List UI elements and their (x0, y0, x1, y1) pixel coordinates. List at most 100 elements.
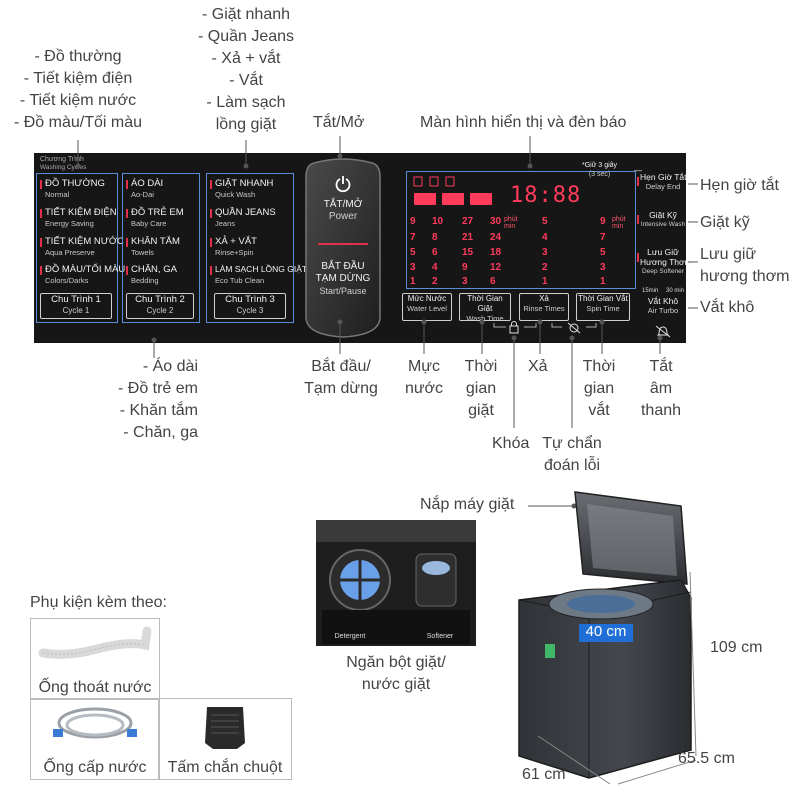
status-icons (413, 176, 492, 205)
indicator-led (210, 180, 212, 189)
grid-number: 1 (410, 276, 416, 287)
indicator-led (637, 177, 639, 186)
softener-label: Lưu giữ hương thơm (700, 246, 790, 285)
lock-icon (493, 321, 537, 334)
time-display: 18:88 (510, 183, 582, 208)
dimension-lines (537, 571, 697, 785)
grid-number: 6 (490, 276, 496, 287)
display-area (406, 171, 636, 289)
washing-machine-illustration (518, 491, 692, 779)
grid-number: 4 (542, 232, 548, 243)
accessory-mouse-guard: Tấm chắn chuột (158, 698, 292, 780)
dispenser-label: Ngăn bột giặt/nước giặt (346, 654, 446, 693)
depth-dimension: 65.5 cm (678, 750, 735, 767)
grid-number: 5 (600, 247, 606, 258)
indicator-led (126, 238, 128, 247)
grid-number: 3 (542, 247, 548, 258)
power-label: Tắt/Mở (313, 114, 365, 131)
indicator-led (40, 180, 42, 189)
quick-program-list-label: - Giặt nhanh - Quần Jeans - Xả + vắt - V… (197, 6, 295, 133)
grid-number: 6 (432, 247, 438, 258)
grid-number: 4 (432, 262, 438, 273)
self-diagnosis-icon (551, 322, 597, 334)
drain-hose-label: Ống thoát nước (38, 679, 152, 696)
display-label: Màn hình hiển thị và đèn báo (420, 114, 627, 131)
grid-number: 1 (600, 276, 606, 287)
grid-number: 5 (542, 216, 548, 227)
power-icon[interactable] (335, 175, 351, 193)
indicator-led (210, 209, 212, 218)
grid-number: 1 (542, 276, 548, 287)
program-group-1 (36, 173, 118, 323)
grid-number: 12 (490, 262, 502, 273)
accessory-inlet-hose: Ống cấp nước (30, 698, 160, 780)
mouse-guard-label: Tấm chắn chuột (167, 759, 283, 776)
indicator-led (210, 238, 212, 247)
timer-note: *Giữ 3 giây(3 sec) (582, 162, 618, 178)
indicator-led (126, 266, 128, 275)
detergent-dispenser-photo: Detergent Softener (316, 520, 476, 646)
power-start-pod (305, 158, 381, 338)
drain-hose-icon (38, 626, 152, 659)
grid-number: 21 (462, 232, 474, 243)
air-dry-label: Vắt khô (700, 299, 755, 316)
grid-number: 3 (462, 276, 468, 287)
airturbo-option-15: 15min (642, 288, 659, 294)
width-dimension: 61 cm (522, 766, 566, 783)
program-group-2 (122, 173, 200, 323)
height-dimension: 109 cm (710, 639, 763, 656)
indicator-led (40, 238, 42, 247)
grid-number: 27 (462, 216, 474, 227)
accessories-title: Phụ kiện kèm theo: (30, 594, 167, 611)
inlet-hose-icon (53, 707, 137, 739)
lock-label: Khóa (492, 435, 530, 452)
softener-photo-label: Softener (427, 633, 454, 640)
grid-number: 3 (600, 262, 606, 273)
grid-number: 3 (410, 262, 416, 273)
accessory-drain-hose: Ống thoát nước (30, 618, 160, 700)
start-pause-label: Bắt đầu/Tạm dừng (304, 358, 378, 397)
inner-diameter-label: 40 cm (585, 623, 627, 640)
indicator-led (40, 209, 42, 218)
indicator-led (40, 266, 42, 275)
program-list-label: - Đồ thường - Tiết kiệm điện - Tiết kiệm… (13, 48, 143, 131)
grid-number: 8 (432, 232, 438, 243)
indicator-led (126, 180, 128, 189)
mouse-guard-icon (205, 707, 245, 749)
delay-end-label: Hẹn giờ tắt (700, 177, 779, 194)
inlet-hose-label: Ống cấp nước (43, 759, 147, 776)
indicator-led (637, 253, 639, 262)
indicator-led (126, 209, 128, 218)
